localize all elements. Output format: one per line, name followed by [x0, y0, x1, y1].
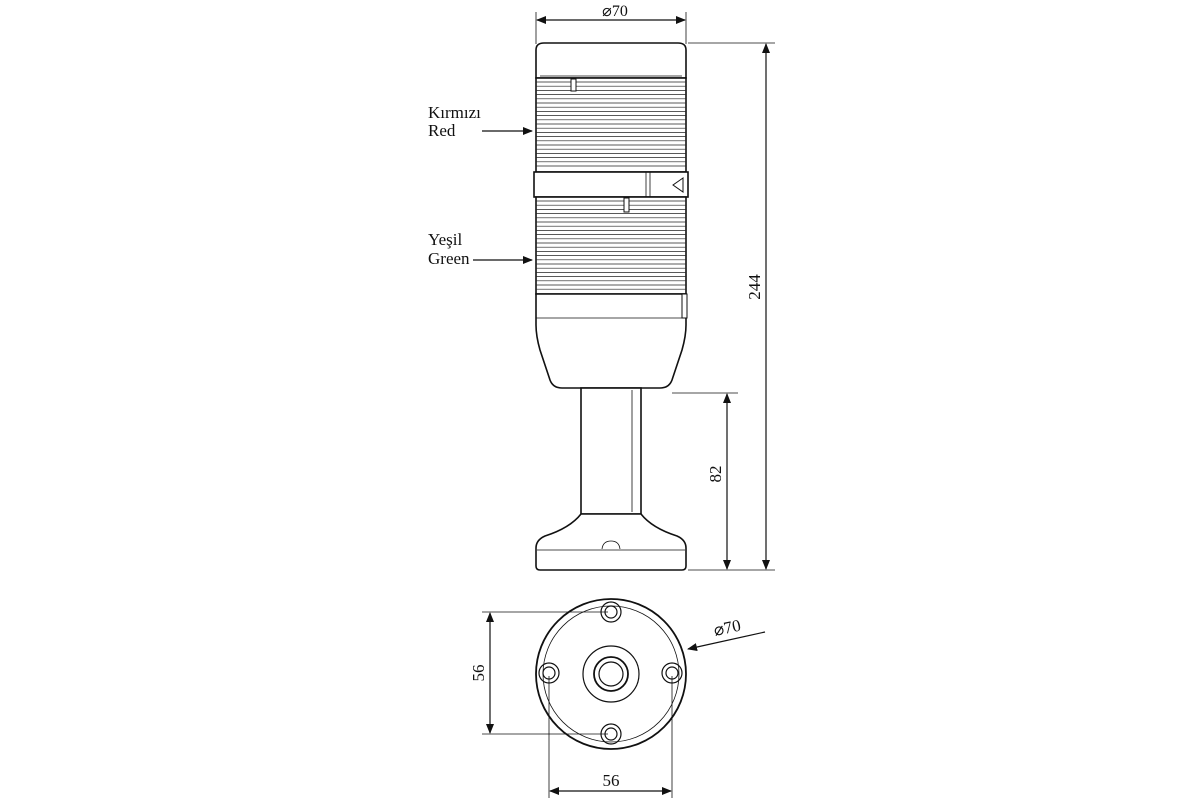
mounting-foot	[535, 513, 687, 571]
dim-hole-spacing-horizontal: 56	[548, 676, 673, 798]
dim-pole-height: 82	[672, 392, 738, 570]
svg-text:⌀70: ⌀70	[602, 3, 628, 20]
red-module-ribs	[536, 81, 686, 167]
center-boss-outer	[582, 645, 640, 703]
green-module	[535, 196, 687, 295]
pole-height-value: 82	[706, 466, 725, 483]
svg-text:⌀70: ⌀70	[712, 616, 743, 640]
red-module-indicator	[570, 78, 577, 92]
dim-base-diameter: ⌀70	[687, 616, 766, 651]
foot-hole	[601, 540, 621, 550]
total-height-value: 244	[745, 274, 764, 300]
green-module-ribs	[536, 200, 686, 290]
green-module-indicator	[623, 197, 630, 213]
side-view	[533, 42, 689, 571]
dim-top-diameter: ⌀70	[535, 3, 687, 44]
horizontal-spacing-value: 56	[603, 771, 620, 790]
svg-text:Green: Green	[428, 249, 470, 268]
module-collar	[533, 171, 689, 198]
top-cap	[535, 42, 687, 79]
svg-text:Kırmızı: Kırmızı	[428, 103, 481, 122]
base-unit	[535, 293, 687, 389]
green-label: Yeşil Green	[428, 230, 533, 268]
base-outer-circle	[535, 598, 687, 750]
center-boss-mid	[593, 656, 629, 692]
collar-arrow-icon	[672, 177, 684, 193]
center-boss-inner	[598, 661, 624, 687]
vertical-spacing-value: 56	[469, 665, 488, 682]
red-label: Kırmızı Red	[428, 103, 533, 140]
dim-hole-spacing-vertical: 56	[469, 611, 608, 735]
bottom-view	[535, 598, 687, 750]
dim-total-height: 244	[688, 42, 775, 571]
svg-text:Red: Red	[428, 121, 456, 140]
svg-text:Yeşil: Yeşil	[428, 230, 462, 249]
base-latch	[681, 293, 688, 319]
